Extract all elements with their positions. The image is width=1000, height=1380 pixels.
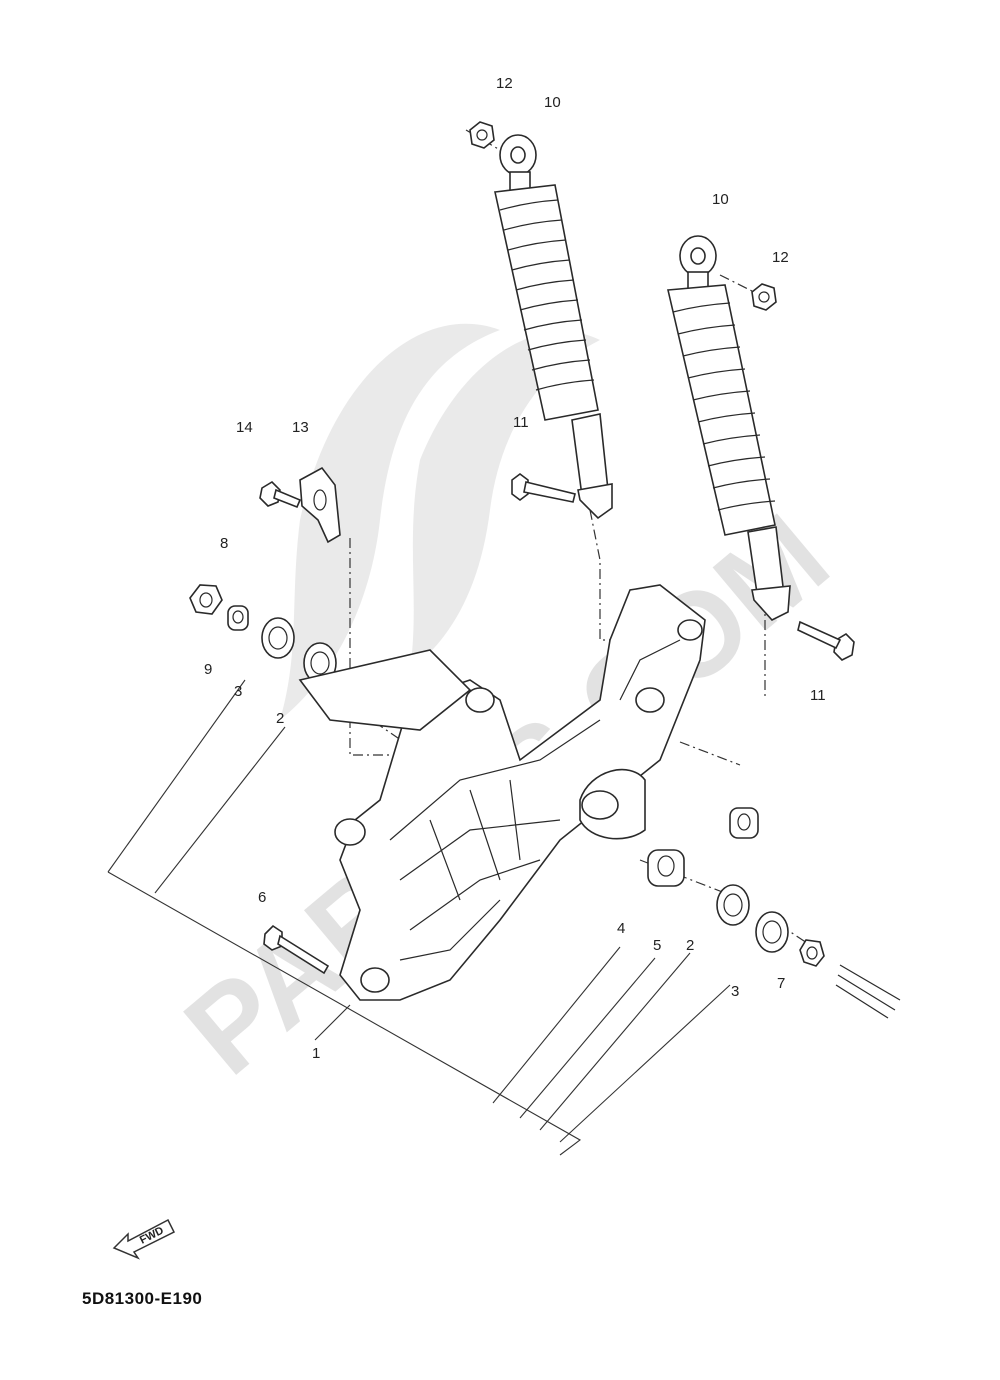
collar-5 [729, 807, 759, 839]
callout-9: 9 [204, 661, 212, 678]
bearing-2-right [716, 884, 750, 926]
collar-4 [647, 849, 685, 887]
shock-absorber-left [494, 134, 613, 520]
callout-14: 14 [236, 419, 253, 436]
nut-12-left [469, 121, 495, 149]
collar-9 [227, 605, 249, 631]
callout-12-left: 12 [496, 75, 513, 92]
callout-1: 1 [312, 1045, 320, 1062]
callout-11-left: 11 [513, 414, 529, 431]
bolt-6 [263, 924, 330, 975]
bolt-14 [259, 480, 302, 509]
nut-8 [189, 584, 223, 615]
forward-arrow-icon: FWD [112, 1218, 176, 1260]
callouts: 12 10 10 12 11 14 13 8 9 3 2 11 6 4 5 2 … [204, 75, 826, 1062]
bearing-3-left [261, 617, 295, 659]
callout-7: 7 [777, 975, 785, 992]
leader-lines [107, 679, 731, 1156]
rear-arm-1 [298, 584, 706, 1001]
bracket-13 [299, 466, 341, 544]
callout-10-right: 10 [712, 191, 729, 208]
bolt-11-left [511, 473, 576, 503]
callout-3-left: 3 [234, 683, 242, 700]
nut-12-right [751, 283, 777, 311]
nut-7 [799, 939, 901, 1019]
bolt-11-right [797, 620, 855, 661]
bearing-3-right [755, 911, 789, 953]
callout-6: 6 [258, 889, 266, 906]
diagram-code: 5D81300-E190 [82, 1289, 203, 1308]
callout-5: 5 [653, 937, 661, 954]
callout-13: 13 [292, 419, 309, 436]
callout-11-right: 11 [810, 687, 826, 704]
callout-10-left: 10 [544, 94, 561, 111]
callout-4: 4 [617, 920, 625, 937]
callout-2-right: 2 [686, 937, 694, 954]
callout-3-right: 3 [731, 983, 739, 1000]
callout-2-left: 2 [276, 710, 284, 727]
callout-12-right: 12 [772, 249, 789, 266]
shock-absorber-right [667, 235, 791, 621]
callout-8: 8 [220, 535, 228, 552]
